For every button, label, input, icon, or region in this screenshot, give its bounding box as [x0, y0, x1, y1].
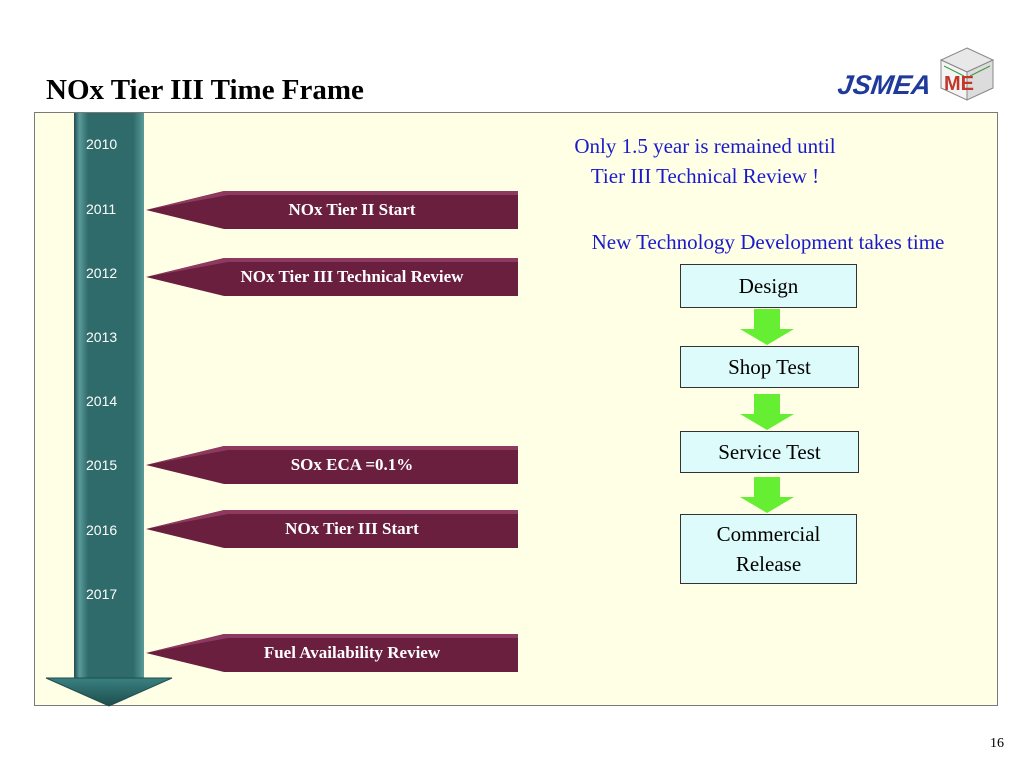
year-label: 2011: [86, 201, 117, 217]
event-label: Fuel Availability Review: [263, 643, 441, 662]
logo-cube-text: ME: [944, 73, 974, 95]
step-service-test: Service Test: [680, 431, 859, 473]
year-label: 2017: [86, 586, 118, 602]
step-commercial-release: Commercial Release: [680, 514, 857, 584]
year-label: 2013: [86, 329, 118, 345]
event-tier3-review: NOx Tier III Technical Review: [146, 258, 518, 296]
jsmea-logo: JSMEA ME: [835, 46, 998, 102]
timeline-arrow: [45, 113, 173, 707]
slide-title: NOx Tier III Time Frame: [46, 74, 364, 106]
logo-cube-icon: ME: [939, 47, 995, 101]
event-sox-eca: SOx ECA =0.1%: [146, 446, 518, 484]
event-label: NOx Tier III Start: [285, 519, 419, 538]
year-label: 2010: [86, 136, 118, 152]
event-tier3-start: NOx Tier III Start: [146, 510, 518, 548]
step-design: Design: [680, 264, 857, 308]
remaining-time-note: Only 1.5 year is remained until Tier III…: [574, 134, 836, 188]
step-shop-test: Shop Test: [680, 346, 859, 388]
logo-text: JSMEA: [835, 70, 934, 100]
development-note: New Technology Development takes time: [591, 230, 945, 254]
event-label: NOx Tier II Start: [288, 200, 416, 219]
down-arrow-icon: [740, 309, 794, 345]
event-tier2-start: NOx Tier II Start: [146, 191, 518, 229]
year-label: 2014: [86, 393, 118, 409]
event-label: NOx Tier III Technical Review: [240, 267, 464, 286]
page-number: 16: [990, 736, 1004, 751]
down-arrow-icon: [740, 477, 794, 513]
event-label: SOx ECA =0.1%: [290, 455, 414, 474]
event-fuel-review: Fuel Availability Review: [146, 634, 518, 672]
year-label: 2015: [86, 457, 118, 473]
down-arrow-icon: [740, 394, 794, 430]
year-label: 2012: [86, 265, 118, 281]
year-label: 2016: [86, 522, 118, 538]
